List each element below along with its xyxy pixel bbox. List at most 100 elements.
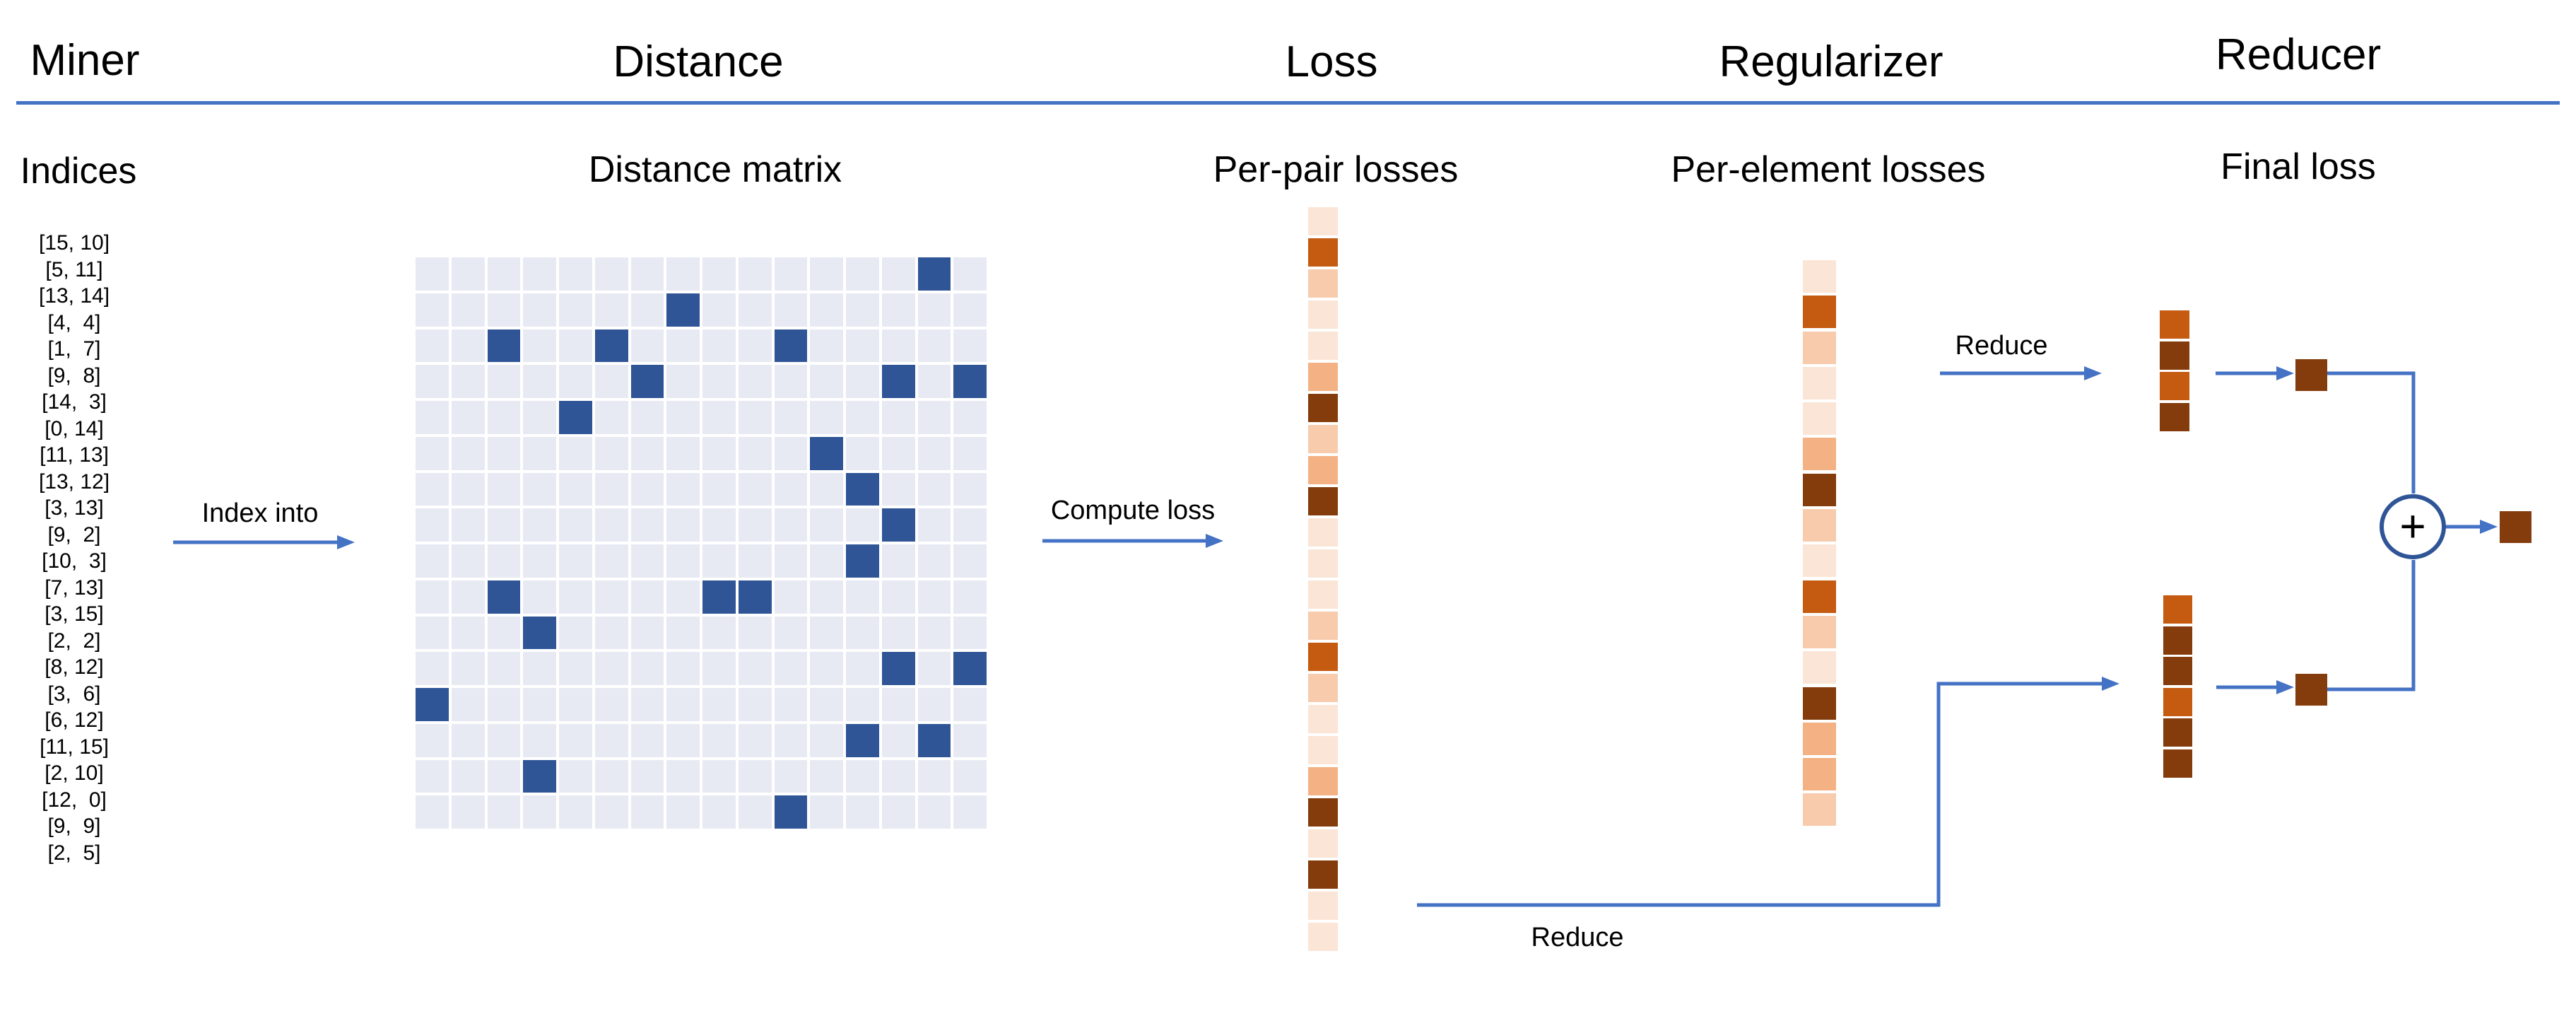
header-reducer: Reducer xyxy=(2215,30,2382,79)
matrix-cell xyxy=(523,544,556,578)
per-element-loss-cell xyxy=(1803,366,1836,399)
matrix-cell xyxy=(702,688,736,721)
index-pair: [15, 10] xyxy=(38,231,110,255)
matrix-cell xyxy=(738,795,772,829)
matrix-cell-highlighted xyxy=(917,723,951,757)
matrix-cell xyxy=(738,652,772,685)
per-pair-loss-cell xyxy=(1308,923,1338,951)
index-pair: [0, 14] xyxy=(45,416,104,440)
matrix-cell-highlighted xyxy=(702,580,736,614)
matrix-cell xyxy=(666,723,700,757)
matrix-cell-highlighted xyxy=(594,329,628,363)
matrix-cell xyxy=(702,365,736,398)
final-loss-square xyxy=(2500,511,2531,543)
matrix-cell xyxy=(666,329,700,363)
per-pair-loss-cell xyxy=(1308,332,1338,360)
matrix-cell xyxy=(917,688,951,721)
matrix-cell xyxy=(917,652,951,685)
matrix-cell xyxy=(846,580,879,614)
matrix-cell xyxy=(594,436,628,470)
reduced-pair-cell xyxy=(2163,657,2192,686)
per-pair-loss-cell xyxy=(1308,549,1338,578)
index-pair: [9, 9] xyxy=(47,814,101,838)
matrix-cell xyxy=(702,401,736,434)
matrix-cell xyxy=(953,723,987,757)
matrix-cell xyxy=(846,652,879,685)
per-pair-loss-cell xyxy=(1308,767,1338,795)
matrix-cell-highlighted xyxy=(774,329,808,363)
matrix-cell xyxy=(917,616,951,650)
matrix-cell xyxy=(594,293,628,327)
matrix-cell xyxy=(523,365,556,398)
index-pair: [3, 6] xyxy=(47,682,101,706)
matrix-cell xyxy=(416,401,449,434)
matrix-cell xyxy=(846,293,879,327)
matrix-cell xyxy=(630,257,664,291)
index-pair: [1, 7] xyxy=(47,337,101,361)
per-pair-loss-cell xyxy=(1308,612,1338,640)
matrix-cell-highlighted xyxy=(774,795,808,829)
matrix-cell xyxy=(810,544,843,578)
matrix-cell xyxy=(559,472,592,506)
matrix-cell xyxy=(416,544,449,578)
matrix-cell xyxy=(774,257,808,291)
matrix-cell xyxy=(523,293,556,327)
matrix-cell xyxy=(666,257,700,291)
matrix-cell xyxy=(416,293,449,327)
per-pair-loss-cell xyxy=(1308,643,1338,671)
per-element-loss-cell xyxy=(1803,793,1836,827)
matrix-cell xyxy=(702,616,736,650)
matrix-cell xyxy=(559,616,592,650)
reduced-element-loss-square xyxy=(2295,359,2327,391)
subtitle-per-pair-losses: Per-pair losses xyxy=(1213,149,1459,190)
matrix-cell xyxy=(846,257,879,291)
matrix-cell xyxy=(559,723,592,757)
matrix-cell xyxy=(487,436,521,470)
matrix-cell xyxy=(953,544,987,578)
header-divider-line xyxy=(16,101,2560,105)
matrix-cell xyxy=(774,723,808,757)
reduced-pair-cell xyxy=(2163,749,2192,778)
matrix-cell xyxy=(846,759,879,793)
matrix-cell xyxy=(953,688,987,721)
matrix-cell xyxy=(630,401,664,434)
matrix-cell xyxy=(559,795,592,829)
per-pair-loss-cell xyxy=(1308,580,1338,609)
per-element-loss-cell xyxy=(1803,758,1836,791)
per-pair-loss-cell xyxy=(1308,736,1338,764)
matrix-cell xyxy=(953,508,987,542)
index-pair: [3, 15] xyxy=(45,602,104,626)
distance-matrix xyxy=(416,257,987,829)
matrix-cell xyxy=(917,544,951,578)
matrix-cell xyxy=(416,508,449,542)
matrix-cell xyxy=(416,365,449,398)
matrix-cell xyxy=(810,257,843,291)
matrix-cell xyxy=(523,688,556,721)
matrix-cell xyxy=(774,616,808,650)
matrix-cell xyxy=(846,329,879,363)
matrix-cell xyxy=(846,401,879,434)
index-pair: [2, 5] xyxy=(47,841,101,865)
index-pair: [2, 10] xyxy=(45,761,104,785)
matrix-cell-highlighted xyxy=(846,472,879,506)
matrix-cell xyxy=(702,329,736,363)
per-pair-losses-strip xyxy=(1308,207,1338,951)
matrix-cell xyxy=(953,580,987,614)
per-element-loss-cell xyxy=(1803,615,1836,648)
matrix-cell xyxy=(666,401,700,434)
matrix-cell xyxy=(702,257,736,291)
matrix-cell xyxy=(451,759,485,793)
matrix-cell xyxy=(881,436,915,470)
matrix-cell xyxy=(666,580,700,614)
compute-loss-label: Compute loss xyxy=(1050,496,1216,525)
matrix-cell xyxy=(846,436,879,470)
matrix-cell xyxy=(487,472,521,506)
matrix-cell xyxy=(559,688,592,721)
subtitle-indices: Indices xyxy=(20,151,137,192)
subtitle-distance-matrix: Distance matrix xyxy=(588,149,842,190)
matrix-cell xyxy=(953,472,987,506)
matrix-cell xyxy=(774,472,808,506)
reduced-per-pair-strip xyxy=(2163,595,2192,778)
matrix-cell xyxy=(881,329,915,363)
matrix-cell xyxy=(487,652,521,685)
